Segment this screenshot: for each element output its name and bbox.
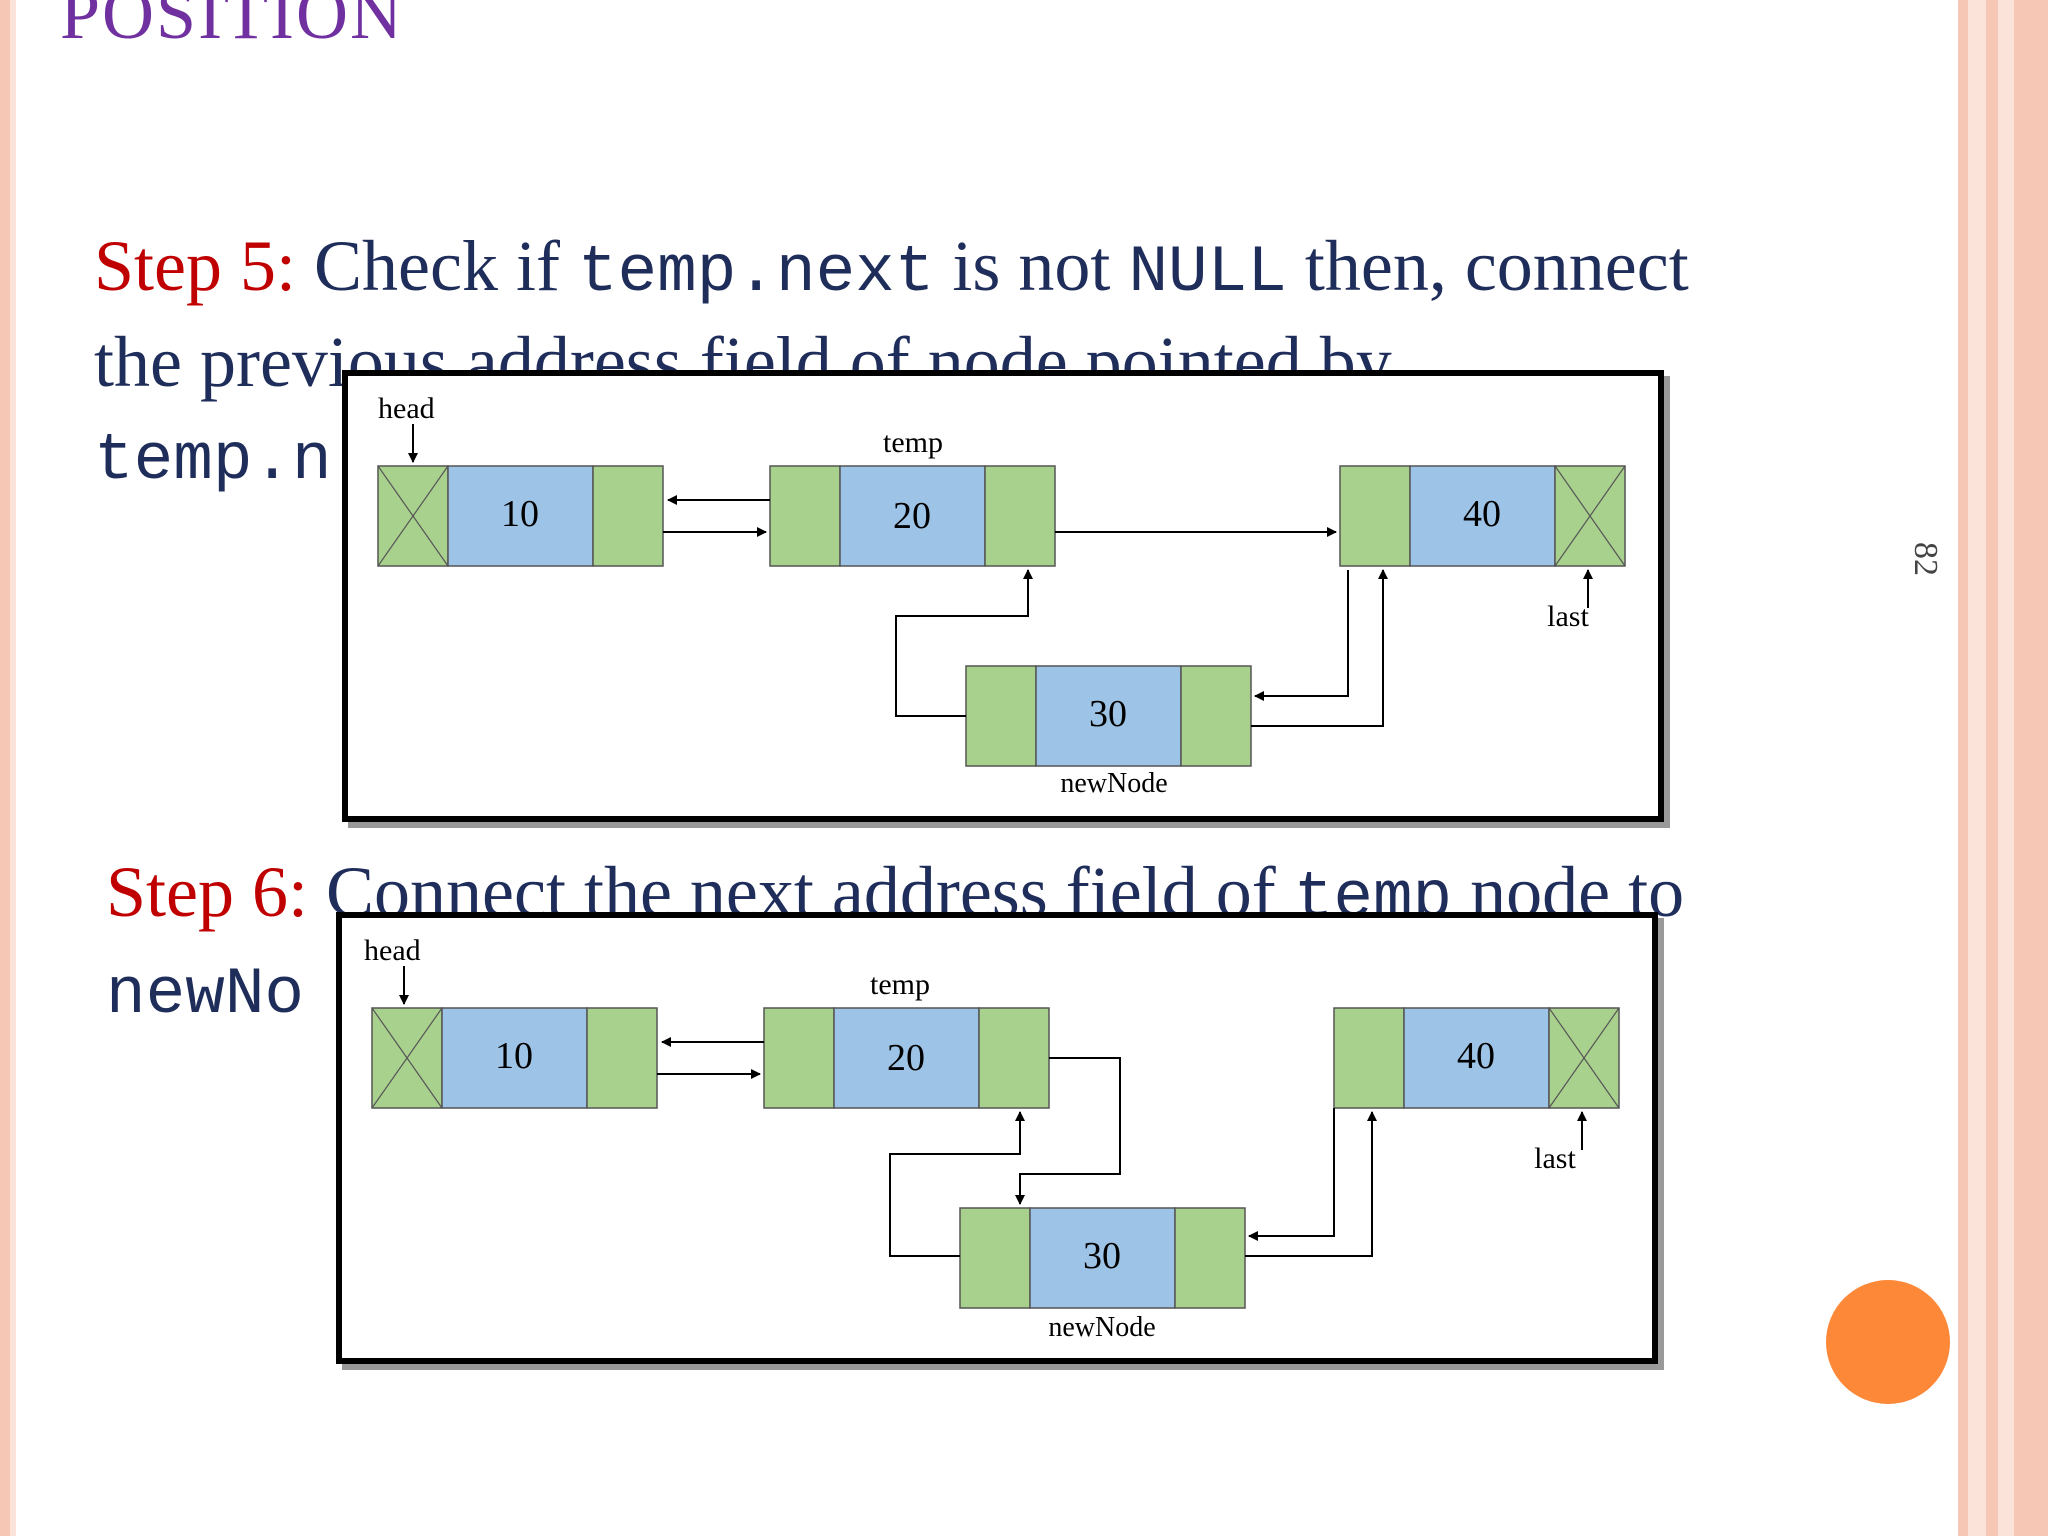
diagram-step5: 10 20 40 30 head temp last newNode	[342, 370, 1664, 822]
node-head: 10	[371, 1007, 658, 1109]
orange-accent-dot	[1826, 1280, 1950, 1404]
node-temp: 20	[769, 465, 1056, 567]
right-border-band	[2014, 0, 2048, 1536]
node-newnode: 30	[959, 1207, 1246, 1309]
step5-label: Step 5:	[94, 226, 297, 306]
left-border-band	[0, 0, 10, 1536]
node-value: 30	[1083, 1235, 1121, 1277]
node-value: 10	[501, 493, 539, 535]
step5-text-2: is not	[934, 226, 1129, 306]
last-label: last	[1547, 600, 1589, 633]
step5-text-3: then, connect	[1286, 226, 1689, 306]
temp-label: temp	[883, 426, 943, 459]
right-border-band	[1958, 0, 1968, 1536]
node-value: 40	[1457, 1035, 1495, 1077]
pointer-arrows	[399, 966, 1587, 1257]
head-label: head	[378, 392, 435, 425]
node-value: 30	[1089, 693, 1127, 735]
pointer-arrows	[408, 424, 1593, 727]
node-value: 10	[495, 1035, 533, 1077]
right-border-band	[1986, 0, 1998, 1536]
left-border-band-inner	[10, 0, 16, 1536]
slide-title: POSITION	[60, 0, 405, 54]
step5-code-temp-next: temp.next	[577, 235, 935, 310]
node-newnode: 30	[965, 665, 1252, 767]
head-label: head	[364, 934, 421, 967]
newnode-label: newNode	[1048, 1312, 1155, 1343]
node-value: 20	[887, 1037, 925, 1079]
right-border-band	[1968, 0, 1986, 1536]
step5-line3: temp.n	[94, 423, 332, 498]
diagram-step6: 10 20 40 30 head temp last newNode	[336, 912, 1658, 1364]
step6-line2: newNo	[106, 957, 305, 1032]
temp-label: temp	[870, 968, 930, 1001]
node-value: 40	[1463, 493, 1501, 535]
right-border-band	[1998, 0, 2014, 1536]
step5-line1: Step 5: Check if temp.next is not NULL t…	[94, 230, 1689, 306]
node-head: 10	[377, 465, 664, 567]
node-last: 40	[1333, 1007, 1620, 1109]
newnode-label: newNode	[1060, 768, 1167, 799]
node-temp: 20	[763, 1007, 1050, 1109]
step5-text-1: Check if	[314, 226, 578, 306]
last-label: last	[1534, 1142, 1576, 1175]
node-value: 20	[893, 495, 931, 537]
node-last: 40	[1339, 465, 1626, 567]
step6-label: Step 6:	[106, 852, 309, 932]
step5-code-null: NULL	[1128, 235, 1287, 310]
page-number: 82	[1907, 542, 1944, 576]
